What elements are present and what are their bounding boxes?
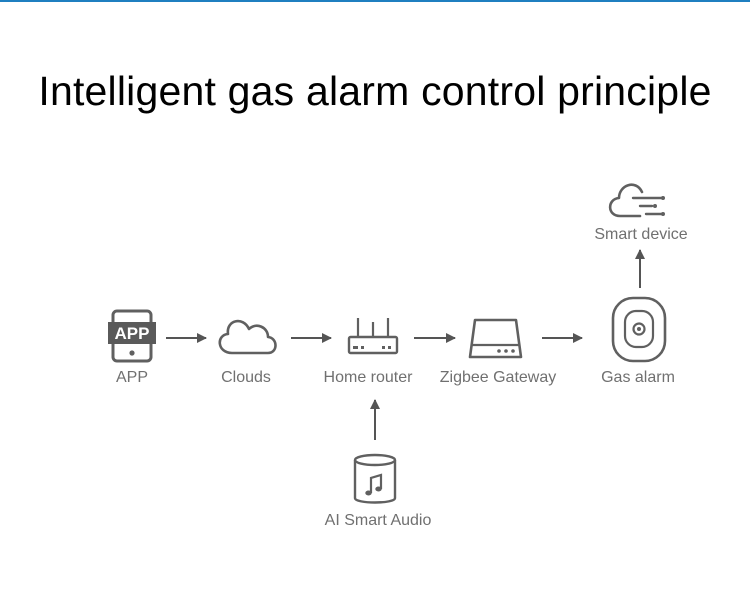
label-ai-smart-audio: AI Smart Audio (324, 512, 432, 529)
phone-app-icon: APP (108, 309, 156, 363)
page-title: Intelligent gas alarm control principle (38, 68, 712, 114)
gateway-icon (468, 318, 523, 359)
smart-device-icon (608, 183, 665, 218)
smart-speaker-icon (353, 453, 397, 504)
label-app: APP (115, 369, 148, 386)
label-gas-alarm: Gas alarm (601, 369, 675, 386)
cloud-icon (218, 319, 277, 355)
label-zigbee-gateway: Zigbee Gateway (439, 369, 557, 386)
label-home-router: Home router (323, 369, 413, 386)
router-icon (347, 318, 399, 355)
gas-alarm-icon (611, 296, 667, 363)
app-badge-text: APP (115, 324, 150, 343)
top-accent-rule (0, 0, 750, 2)
label-clouds: Clouds (221, 369, 271, 386)
label-smart-device: Smart device (594, 226, 688, 243)
